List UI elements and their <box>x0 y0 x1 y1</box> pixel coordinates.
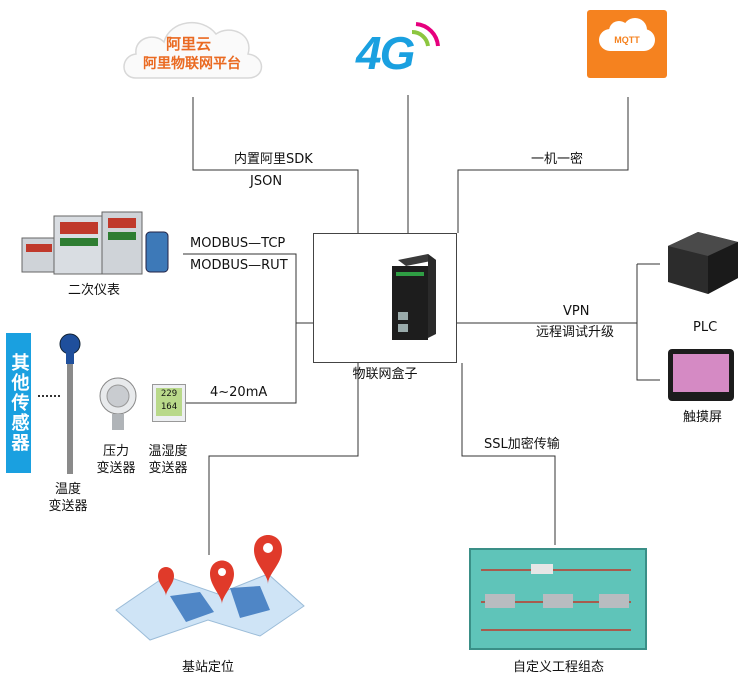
signal-icon <box>411 22 440 47</box>
pressure-transmitter-icon <box>99 377 137 430</box>
label-modbus-rut: MODBUS—RUT <box>190 258 288 273</box>
label-sdk: 内置阿里SDK <box>234 152 313 167</box>
line-mqtt <box>457 97 629 233</box>
4g-logo: 4G <box>350 14 460 84</box>
label-pressure-1: 压力 <box>102 444 129 459</box>
iot-box-label: 物联网盒子 <box>352 367 418 382</box>
plc-icon <box>668 232 738 294</box>
iot-gateway-icon <box>392 254 436 340</box>
line-aliyun <box>192 97 359 233</box>
touchscreen-display <box>673 354 729 392</box>
label-remote: 远程调试升级 <box>536 325 615 340</box>
touchscreen-icon <box>668 349 734 401</box>
mqtt-cloud-icon: MQTT <box>599 18 655 51</box>
reading-temp: 229 <box>160 389 178 399</box>
label-vpn: VPN <box>563 304 590 319</box>
label-humidity-1: 温湿度 <box>148 444 188 459</box>
label-touchscreen: 触摸屏 <box>683 410 723 425</box>
label-current: 4~20mA <box>210 385 268 400</box>
aliyun-platform: 阿里物联网平台 <box>143 55 241 71</box>
label-one-key: 一机一密 <box>531 152 584 167</box>
humidity-transmitter-icon: 229 164 <box>152 384 186 422</box>
label-temp-2: 变送器 <box>48 499 88 514</box>
map-location-icon <box>115 535 305 641</box>
label-instruments: 二次仪表 <box>68 283 121 298</box>
label-pressure-2: 变送器 <box>96 461 136 476</box>
scada-screen-icon <box>469 548 647 650</box>
line-left-bus <box>183 253 297 404</box>
other-sensors-banner: 其他传感器 <box>6 333 31 473</box>
label-modbus-tcp: MODBUS—TCP <box>190 236 286 251</box>
aliyun-brand: 阿里云 <box>166 36 212 53</box>
line-base-station <box>208 363 359 555</box>
temperature-probe-icon <box>59 333 81 474</box>
label-humidity-2: 变送器 <box>148 461 188 476</box>
dots-separator <box>38 395 60 397</box>
aliyun-cloud-logo: 阿里云 阿里物联网平台 <box>118 8 268 88</box>
label-scada: 自定义工程组态 <box>513 660 605 675</box>
mqtt-logo: MQTT <box>587 10 667 78</box>
label-json: JSON <box>250 174 283 189</box>
instruments-icon <box>21 211 169 275</box>
label-plc: PLC <box>693 320 718 335</box>
reading-humidity: 164 <box>160 402 178 412</box>
line-scada <box>461 363 556 545</box>
label-temp-1: 温度 <box>54 482 81 497</box>
4g-text: 4G <box>356 27 415 79</box>
cloud-icon <box>123 21 263 79</box>
label-ssl: SSL加密传输 <box>484 437 560 452</box>
mqtt-text: MQTT <box>614 35 640 45</box>
humidity-display: 229 164 <box>156 388 182 416</box>
label-base-station: 基站定位 <box>182 660 235 675</box>
scada-pipes-icon <box>481 564 631 631</box>
line-right-bus <box>636 263 660 381</box>
